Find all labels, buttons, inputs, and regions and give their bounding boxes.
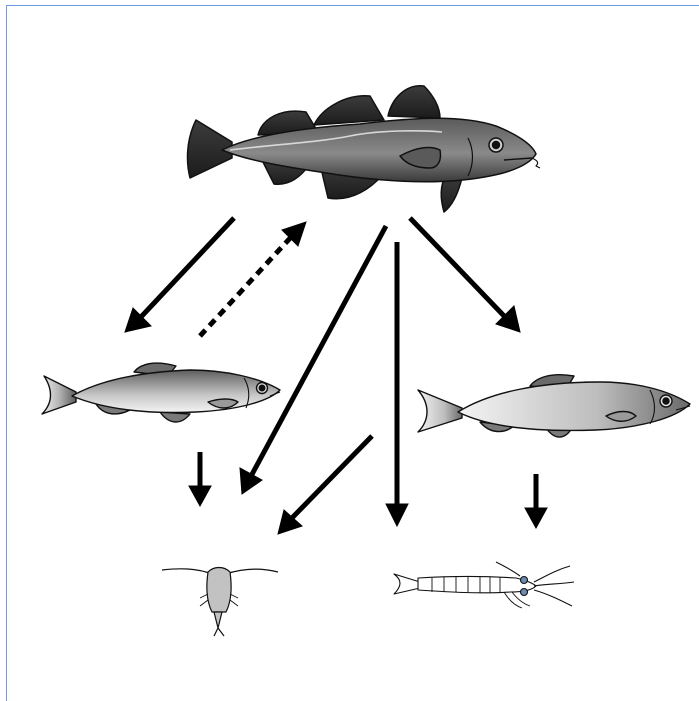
- arrow-right-herring-to-krill: [525, 474, 547, 528]
- arrow-cod-to-krill: [386, 242, 408, 526]
- arrow-cod-to-copepod-short: [278, 436, 372, 534]
- herring-fish-icon: [42, 363, 280, 422]
- cod-fish-icon: [188, 86, 540, 212]
- arrow-cod-to-right-herring: [410, 218, 520, 332]
- arrow-left-herring-to-copepod: [189, 452, 211, 506]
- arrow-cod-to-copepod: [240, 226, 386, 494]
- herring-fish-icon: [418, 375, 690, 437]
- arrow-cod-to-left-herring: [125, 218, 234, 332]
- copepod-icon: [162, 568, 278, 637]
- krill-icon: [394, 562, 574, 608]
